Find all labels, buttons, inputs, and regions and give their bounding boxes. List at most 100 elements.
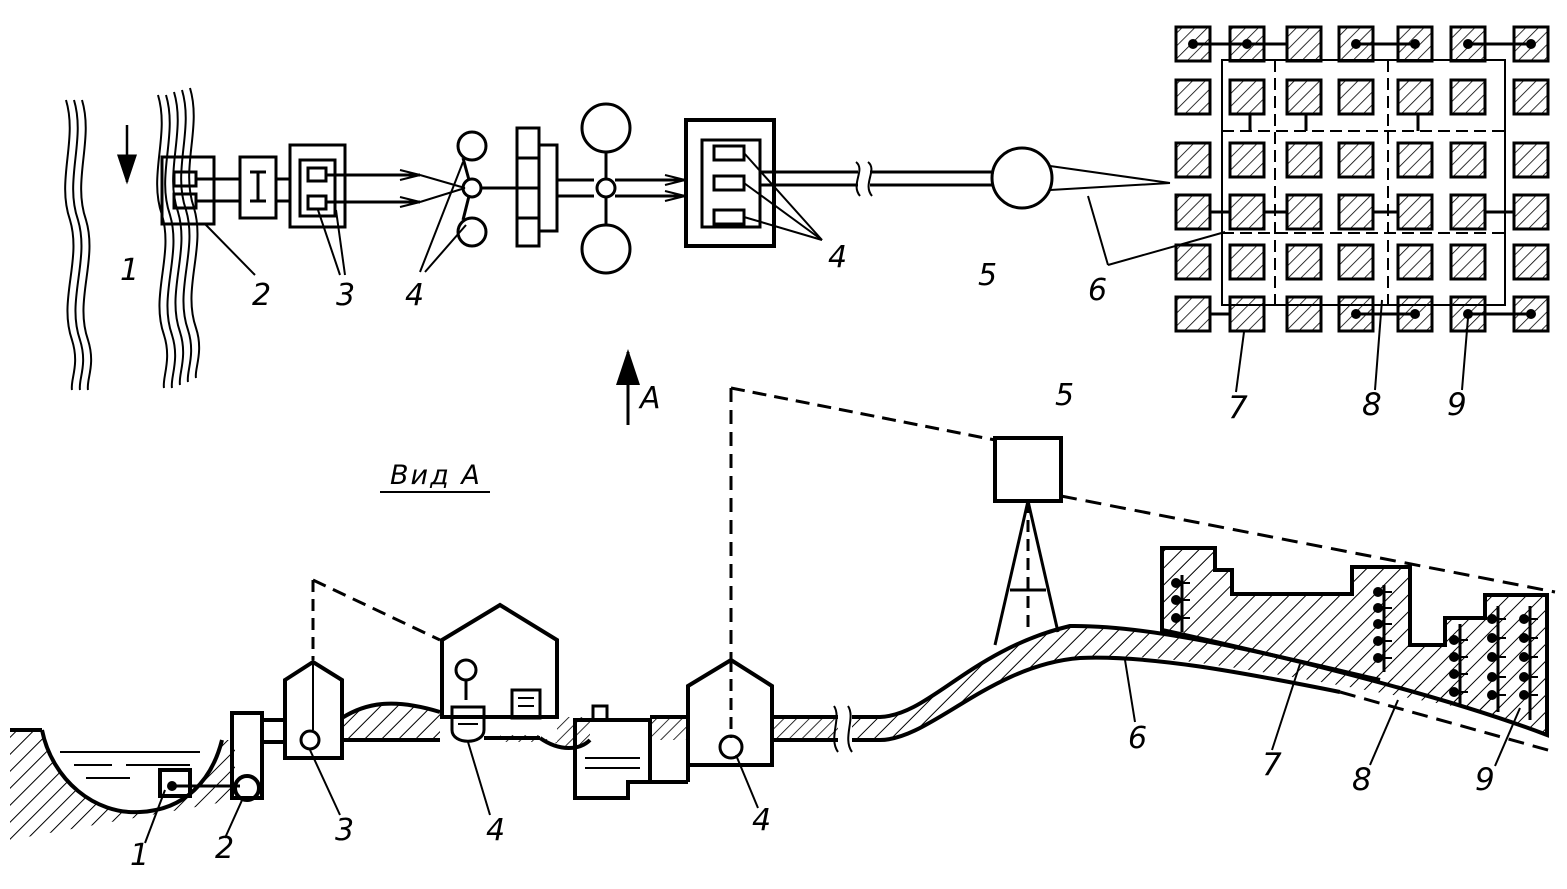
city-block — [1285, 25, 1323, 63]
city-block — [1285, 243, 1323, 281]
plan-conduit — [760, 161, 994, 197]
valve-dot — [1188, 39, 1198, 49]
city-block — [1337, 141, 1375, 179]
riser-dot — [1487, 672, 1497, 682]
city-block — [1396, 141, 1434, 179]
city-risers — [1171, 575, 1538, 720]
city-block — [1174, 243, 1212, 281]
valve-dot — [1242, 39, 1252, 49]
label-arrow-a: А — [638, 381, 661, 416]
riser-dot — [1519, 652, 1529, 662]
plan-pumping-station — [288, 143, 420, 229]
plan-intake — [160, 155, 240, 226]
label-profile-net-8: 8 — [1352, 762, 1372, 798]
label-profile-treat-b: 4 — [752, 803, 771, 838]
label-net-7: 7 — [1228, 390, 1248, 426]
valve-dot — [1410, 309, 1420, 319]
profile-water-tower — [993, 436, 1063, 646]
main-pipe-hatch — [852, 625, 1500, 740]
riser-dot — [1487, 614, 1497, 624]
city-block — [1396, 193, 1434, 231]
profile-clean-tank — [573, 704, 652, 800]
view-title: Вид А — [390, 460, 482, 491]
valve-dot — [1410, 39, 1420, 49]
riser-dot — [1449, 652, 1459, 662]
city-block — [1512, 141, 1550, 179]
city-block — [1285, 193, 1323, 231]
riser-dot — [1449, 687, 1459, 697]
label-profile-pumping: 2 — [215, 831, 234, 866]
riser-dot — [1519, 690, 1529, 700]
profile-leader-lines — [144, 659, 1521, 844]
label-treatment-b: 4 — [828, 240, 847, 275]
city-block — [1174, 141, 1212, 179]
valve-dot — [1526, 309, 1536, 319]
riser-dot — [1373, 603, 1383, 613]
label-pumping: 3 — [336, 278, 355, 313]
plan-second-pump-station — [684, 118, 776, 248]
plan-main-lines — [1049, 165, 1226, 266]
city-block — [1337, 78, 1375, 116]
city-block — [1512, 78, 1550, 116]
valve-dot — [1351, 39, 1361, 49]
riser-dot — [1449, 669, 1459, 679]
city-block — [1449, 25, 1487, 63]
plan-labels: 1 2 3 4 4 5 6 7 8 9 А — [120, 240, 1467, 426]
city-block — [1174, 193, 1212, 231]
plan-coupling — [238, 155, 290, 220]
riser-dot — [1519, 672, 1529, 682]
riser-dot — [1519, 633, 1529, 643]
riser-dot — [1171, 595, 1181, 605]
plan-water-tower — [990, 146, 1054, 210]
riser-dot — [1373, 587, 1383, 597]
label-net-8: 8 — [1362, 387, 1382, 423]
city-block — [1285, 141, 1323, 179]
riser-dot — [1449, 635, 1459, 645]
plan-view — [64, 25, 1550, 391]
label-intake: 2 — [252, 278, 271, 313]
label-tower: 5 — [978, 258, 997, 293]
valve-dot — [1463, 309, 1473, 319]
label-profile-net-9: 9 — [1475, 762, 1495, 798]
riser-dot — [1373, 636, 1383, 646]
city-block — [1512, 193, 1550, 231]
riser-dot — [1487, 690, 1497, 700]
label-profile-treat-a: 4 — [486, 813, 505, 848]
riser-dot — [1171, 613, 1181, 623]
city-block — [1396, 78, 1434, 116]
plan-treatment-cluster — [456, 126, 594, 248]
riser-dot — [1373, 619, 1383, 629]
city-block — [1449, 193, 1487, 231]
city-block — [1449, 78, 1487, 116]
city-block — [1228, 243, 1266, 281]
plan-leader-lines — [204, 152, 1469, 393]
label-profile-station: 3 — [335, 813, 354, 848]
valve-dot — [1351, 309, 1361, 319]
plan-city-grid — [1174, 25, 1550, 333]
label-profile-tower: 5 — [1055, 378, 1074, 413]
city-block — [1396, 243, 1434, 281]
label-profile-intake: 1 — [130, 838, 149, 873]
label-treatment-a: 4 — [405, 278, 424, 313]
city-block — [1228, 295, 1266, 333]
profile-pump-well — [230, 711, 285, 802]
riser-dot — [1519, 614, 1529, 624]
city-block — [1174, 78, 1212, 116]
valve-dot — [1463, 39, 1473, 49]
label-profile-net-7: 7 — [1262, 747, 1282, 783]
city-block — [1228, 78, 1266, 116]
riser-dot — [1487, 633, 1497, 643]
city-block — [1228, 193, 1266, 231]
river-banks — [64, 87, 201, 391]
city-block — [1512, 243, 1550, 281]
plan-reservoirs — [580, 102, 685, 275]
city-block — [1337, 243, 1375, 281]
reservoir-bowl — [40, 729, 224, 815]
city-block — [1174, 295, 1212, 333]
profile-station-3 — [283, 659, 344, 760]
label-profile-main: 6 — [1128, 721, 1147, 756]
riser-dot — [1373, 653, 1383, 663]
label-main: 6 — [1088, 273, 1107, 308]
profile-labels: 1 2 3 4 4 5 6 7 8 9 — [130, 378, 1495, 873]
